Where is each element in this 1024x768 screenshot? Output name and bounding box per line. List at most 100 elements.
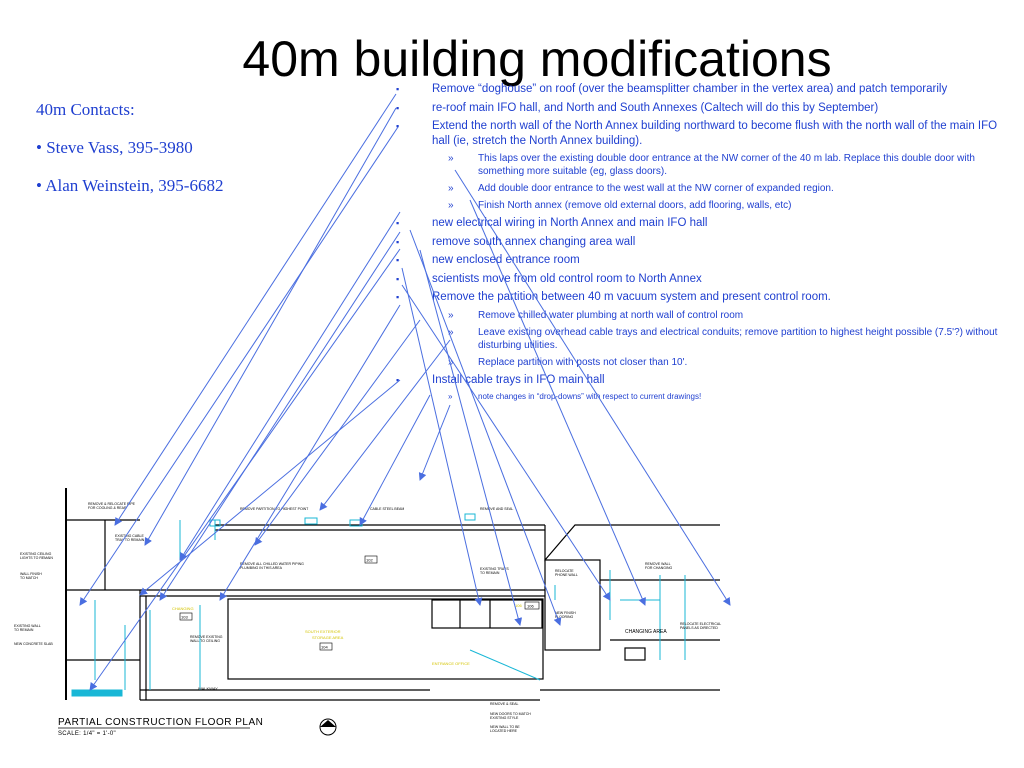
svg-text:PLUMBING IN THIS AREA: PLUMBING IN THIS AREA (240, 566, 283, 570)
modification-list: ▪ Remove “doghouse” on roof (over the bea… (396, 82, 1010, 404)
leader-arrows (79, 93, 731, 691)
svg-text:STORAGE AREA: STORAGE AREA (312, 635, 344, 640)
modification-markers (71, 513, 686, 697)
chevron-bullet-icon: » (448, 356, 454, 368)
svg-text:CABLE STEEL BEAM: CABLE STEEL BEAM (370, 507, 404, 511)
list-item: ▪ Remove “doghouse” on roof (over the bea… (396, 82, 1010, 97)
square-bullet-icon: ▪ (396, 236, 400, 247)
svg-text:LOCATED HERE: LOCATED HERE (490, 729, 518, 733)
sub-list-item-text: Finish North annex (remove old external … (478, 200, 792, 211)
sub-list-item-text: Add double door entrance to the west wal… (478, 183, 834, 194)
sub-list-item-text: Leave existing overhead cable trays and … (478, 326, 998, 351)
room-tag-106: 106 (527, 604, 534, 609)
list-item-text: Remove “doghouse” on roof (over the beam… (432, 83, 948, 95)
contact-steve-vass: • Steve Vass, 395-3980 (36, 138, 193, 157)
svg-text:RELOCATE: RELOCATE (555, 569, 574, 573)
svg-text:WALL TO CEILING: WALL TO CEILING (190, 639, 220, 643)
svg-text:PHONE WALL: PHONE WALL (555, 573, 578, 577)
list-item: ▪ remove south annex changing area wall (396, 235, 1010, 250)
contact-alan-weinstein: • Alan Weinstein, 395-6682 (36, 176, 224, 195)
list-item-text: scientists move from old control room to… (432, 272, 702, 285)
svg-text:TO REMAIN: TO REMAIN (14, 628, 34, 632)
room-tags: 102 104 103 106 (179, 555, 540, 651)
square-bullet-icon: ▪ (396, 121, 400, 131)
svg-text:ENTRANCE OFFICE: ENTRANCE OFFICE (432, 661, 470, 666)
square-bullet-icon: ▪ (396, 374, 400, 385)
floor-plan-scale: SCALE: 1/4" = 1'-0" (58, 731, 116, 737)
sub-list-item-text: Remove chilled water plumbing at north w… (478, 309, 744, 321)
list-item-text: re-roof main IFO hall, and North and Sou… (432, 101, 879, 114)
chevron-bullet-icon: » (448, 326, 454, 338)
svg-text:RELOCATE ELECTRICAL: RELOCATE ELECTRICAL (680, 622, 721, 626)
svg-text:WALL FINISH: WALL FINISH (20, 572, 42, 576)
room-tag-102: 102 (366, 558, 373, 563)
list-item-text: new enclosed entrance room (432, 254, 580, 266)
svg-text:NEW WALL TO BE: NEW WALL TO BE (490, 725, 520, 729)
svg-text:EXISTING STYLE: EXISTING STYLE (490, 716, 519, 720)
annotation-notes: REMOVE & RELOCATE PIPE FOR COOLING & REA… (14, 502, 721, 733)
svg-text:EXISTING WALL: EXISTING WALL (14, 624, 41, 628)
svg-text:TO MATCH: TO MATCH (20, 576, 38, 580)
svg-text:REMOVE PARTITION TO HIGHEST PO: REMOVE PARTITION TO HIGHEST POINT (240, 507, 309, 511)
square-bullet-icon: ▪ (396, 255, 400, 265)
chevron-bullet-icon: » (448, 309, 454, 321)
svg-text:EXISTING CABLE: EXISTING CABLE (115, 534, 144, 538)
svg-text:PANELS AS DIRECTED: PANELS AS DIRECTED (680, 626, 718, 630)
svg-text:REMOVE & RELOCATE PIPE: REMOVE & RELOCATE PIPE (88, 502, 136, 506)
svg-text:FOR COOLING & REAR: FOR COOLING & REAR (88, 506, 127, 510)
sub-list-item: » Leave existing overhead cable trays and… (396, 326, 1010, 352)
svg-text:FOR CHANGING: FOR CHANGING (645, 566, 673, 570)
chevron-bullet-icon: » (448, 200, 454, 211)
floor-plan-title: PARTIAL CONSTRUCTION FLOOR PLAN (58, 717, 264, 728)
chevron-bullet-icon: » (448, 392, 453, 401)
page-title: 40m building modifications (242, 31, 832, 87)
svg-text:LIGHTS TO REMAIN: LIGHTS TO REMAIN (20, 556, 53, 560)
yellow-room-labels: CHANGING SOUTH EXTERIOR STORAGE AREA ENT… (172, 603, 522, 666)
north-arrow-icon (319, 718, 337, 736)
list-item-text: Install cable trays in IFO main hall (432, 373, 605, 386)
list-item: ▪ Install cable trays in IFO main hall (396, 373, 1010, 388)
svg-text:CHANGING: CHANGING (172, 606, 194, 611)
svg-text:REMOVE EXISTING: REMOVE EXISTING (190, 635, 223, 639)
list-item-text: remove south annex changing area wall (432, 235, 636, 248)
contacts-heading: 40m Contacts: (36, 100, 135, 119)
room-tag-104: 104 (321, 645, 328, 650)
svg-text:EXISTING CEILING: EXISTING CEILING (20, 552, 52, 556)
list-item: ▪ Remove the partition between 40 m vacuu… (396, 290, 1010, 305)
svg-text:NEW CONCRETE SLAB: NEW CONCRETE SLAB (14, 642, 53, 646)
list-item: ▪ new electrical wiring in North Annex an… (396, 216, 1010, 231)
svg-text:TRAY TO REMAIN: TRAY TO REMAIN (115, 538, 145, 542)
svg-text:TO REMAIN: TO REMAIN (480, 571, 500, 575)
list-item: ▪re-roof main IFO hall, and North and So… (396, 101, 1010, 116)
svg-text:SOUTH EXTERIOR: SOUTH EXTERIOR (305, 629, 341, 634)
square-bullet-icon: ▪ (396, 218, 400, 228)
list-item: ▪ scientists move from old control room t… (396, 272, 1010, 287)
list-item: ▪ Extend the north wall of the North Anne… (396, 119, 1010, 148)
walkway-label: WALKWAY (198, 686, 218, 691)
chevron-bullet-icon: » (448, 153, 454, 164)
svg-text:REMOVE ALL CHILLED WATER PIPIN: REMOVE ALL CHILLED WATER PIPING (240, 562, 304, 566)
sub-list-item: »note changes in “drop-downs” with respe… (396, 391, 1010, 402)
room-tag-103: 103 (181, 615, 188, 620)
list-item-text: Remove the partition between 40 m vacuum… (432, 291, 831, 303)
contacts-panel: 40m Contacts: • Steve Vass, 395-3980 • A… (36, 100, 336, 214)
list-item: ▪ new enclosed entrance room (396, 253, 1010, 268)
svg-text:REMOVE & SEAL: REMOVE & SEAL (490, 702, 518, 706)
sub-list-item: » Remove chilled water plumbing at north … (396, 309, 1010, 322)
sub-list-item-text: Replace partition with posts not closer … (478, 356, 688, 368)
sub-list-item-text: This laps over the existing double door … (478, 153, 975, 177)
chevron-bullet-icon: » (448, 183, 454, 194)
square-bullet-icon: ▪ (396, 84, 400, 94)
sub-list-item: » Replace partition with posts not closer… (396, 356, 1010, 369)
svg-text:REMOVE AND SEAL: REMOVE AND SEAL (480, 507, 513, 511)
svg-text:106: 106 (515, 603, 522, 608)
list-item-text: Extend the north wall of the North Annex… (432, 120, 998, 147)
svg-text:NEW FINISH: NEW FINISH (555, 611, 576, 615)
svg-text:REMOVE WALL: REMOVE WALL (645, 562, 671, 566)
square-bullet-icon: ▪ (396, 292, 400, 302)
changing-area-label: CHANGING AREA (625, 629, 667, 635)
list-item-text: new electrical wiring in North Annex and… (432, 217, 708, 229)
sub-list-item: » Add double door entrance to the west wa… (396, 182, 1010, 195)
square-bullet-icon: ▪ (396, 273, 400, 284)
